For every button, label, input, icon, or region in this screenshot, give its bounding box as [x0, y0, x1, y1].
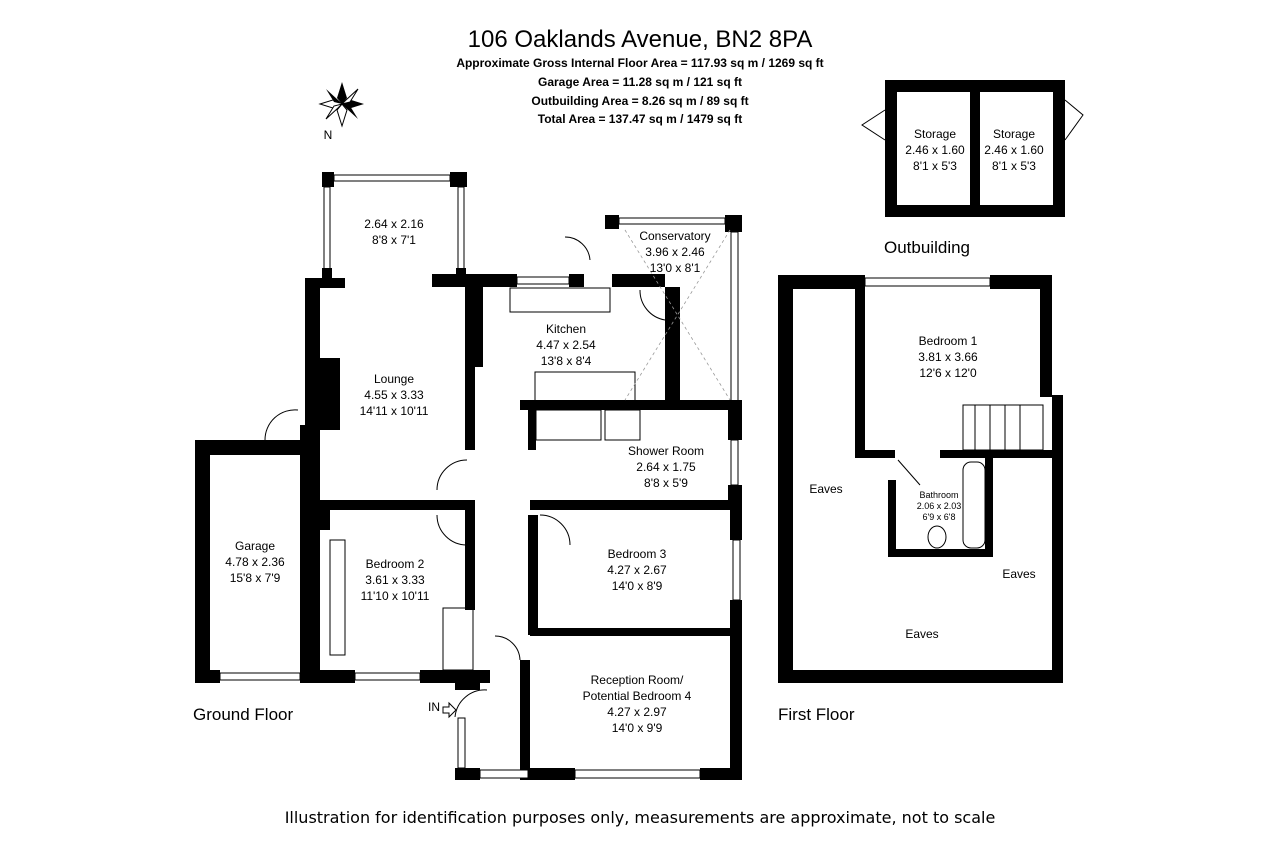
room-metric: 2.64 x 1.75 [636, 460, 696, 474]
room-lounge: Lounge 4.55 x 3.33 14'11 x 10'11 [360, 372, 429, 418]
room-name: Reception Room/ [591, 673, 684, 687]
room-imperial: 15'8 x 7'9 [230, 571, 281, 585]
ground-floor-label: Ground Floor [193, 705, 293, 724]
gross-internal-area: Approximate Gross Internal Floor Area = … [456, 56, 824, 70]
room-bathroom: Bathroom 2.06 x 2.03 6'9 x 6'8 [917, 490, 962, 522]
outbuilding-area: Outbuilding Area = 8.26 sq m / 89 sq ft [531, 94, 749, 108]
room-imperial: 8'1 x 5'3 [992, 159, 1036, 173]
room-name: Bedroom 2 [366, 557, 425, 571]
disclaimer: Illustration for identification purposes… [284, 808, 996, 827]
compass-icon [318, 82, 364, 128]
room-bay: 2.64 x 2.16 8'8 x 7'1 [364, 217, 424, 247]
room-name: Lounge [374, 372, 414, 386]
storage-room-2: Storage 2.46 x 1.60 8'1 x 5'3 [984, 127, 1044, 173]
eaves-left-label: Eaves [809, 482, 842, 496]
room-imperial: 14'0 x 9'9 [612, 721, 663, 735]
room-metric: 4.27 x 2.67 [607, 563, 667, 577]
room-imperial: 14'11 x 10'11 [360, 404, 429, 418]
storage-room-1: Storage 2.46 x 1.60 8'1 x 5'3 [905, 127, 965, 173]
garage-area: Garage Area = 11.28 sq m / 121 sq ft [538, 75, 742, 89]
room-name: Shower Room [628, 444, 704, 458]
room-metric: 2.64 x 2.16 [364, 217, 424, 231]
room-shower: Shower Room 2.64 x 1.75 8'8 x 5'9 [628, 444, 704, 490]
room-name: Kitchen [546, 322, 586, 336]
room-metric: 2.46 x 1.60 [905, 143, 965, 157]
room-metric: 4.55 x 3.33 [364, 388, 424, 402]
room-bedroom-1: Bedroom 1 3.81 x 3.66 12'6 x 12'0 [918, 334, 978, 380]
room-bedroom-3: Bedroom 3 4.27 x 2.67 14'0 x 8'9 [607, 547, 667, 593]
room-name: Bathroom [919, 490, 958, 500]
first-floor-label: First Floor [778, 705, 855, 724]
eaves-right-label: Eaves [1002, 567, 1035, 581]
room-metric: 4.78 x 2.36 [225, 555, 285, 569]
first-floor-walls [778, 275, 1063, 683]
room-garage: Garage 4.78 x 2.36 15'8 x 7'9 [225, 539, 285, 585]
room-bedroom-2: Bedroom 2 3.61 x 3.33 11'10 x 10'11 [361, 557, 430, 603]
room-imperial: 6'9 x 6'8 [923, 512, 956, 522]
outbuilding-walls [861, 80, 1084, 217]
room-imperial: 12'6 x 12'0 [919, 366, 977, 380]
room-metric: 4.47 x 2.54 [536, 338, 596, 352]
eaves-bottom-label: Eaves [905, 627, 938, 641]
room-imperial: 13'8 x 8'4 [541, 354, 592, 368]
room-imperial: 13'0 x 8'1 [650, 261, 701, 275]
room-metric: 4.27 x 2.97 [607, 705, 667, 719]
room-kitchen: Kitchen 4.47 x 2.54 13'8 x 8'4 [536, 322, 596, 368]
ground-floor-walls [195, 172, 742, 780]
total-area: Total Area = 137.47 sq m / 1479 sq ft [537, 112, 743, 126]
room-name: Garage [235, 539, 275, 553]
room-name: Conservatory [639, 229, 710, 243]
entrance-arrow-icon [442, 701, 457, 719]
room-imperial: 11'10 x 10'11 [361, 589, 430, 603]
room-metric: 3.96 x 2.46 [645, 245, 705, 259]
room-metric: 3.61 x 3.33 [365, 573, 425, 587]
room-metric: 3.81 x 3.66 [918, 350, 978, 364]
room-metric: 2.46 x 1.60 [984, 143, 1044, 157]
room-imperial: 8'1 x 5'3 [913, 159, 957, 173]
compass-north-label: N [324, 128, 333, 142]
room-name-2: Potential Bedroom 4 [583, 689, 692, 703]
room-name: Bedroom 1 [919, 334, 978, 348]
room-imperial: 8'8 x 7'1 [372, 233, 416, 247]
room-conservatory: Conservatory 3.96 x 2.46 13'0 x 8'1 [639, 229, 710, 275]
entrance-label: IN [428, 700, 440, 714]
room-name: Storage [993, 127, 1035, 141]
room-reception: Reception Room/ Potential Bedroom 4 4.27… [583, 673, 692, 735]
room-name: Storage [914, 127, 956, 141]
property-title: 106 Oaklands Avenue, BN2 8PA [467, 26, 813, 53]
room-imperial: 14'0 x 8'9 [612, 579, 663, 593]
room-name: Bedroom 3 [608, 547, 667, 561]
room-imperial: 8'8 x 5'9 [644, 476, 688, 490]
outbuilding-label: Outbuilding [884, 238, 970, 257]
room-metric: 2.06 x 2.03 [917, 501, 962, 511]
